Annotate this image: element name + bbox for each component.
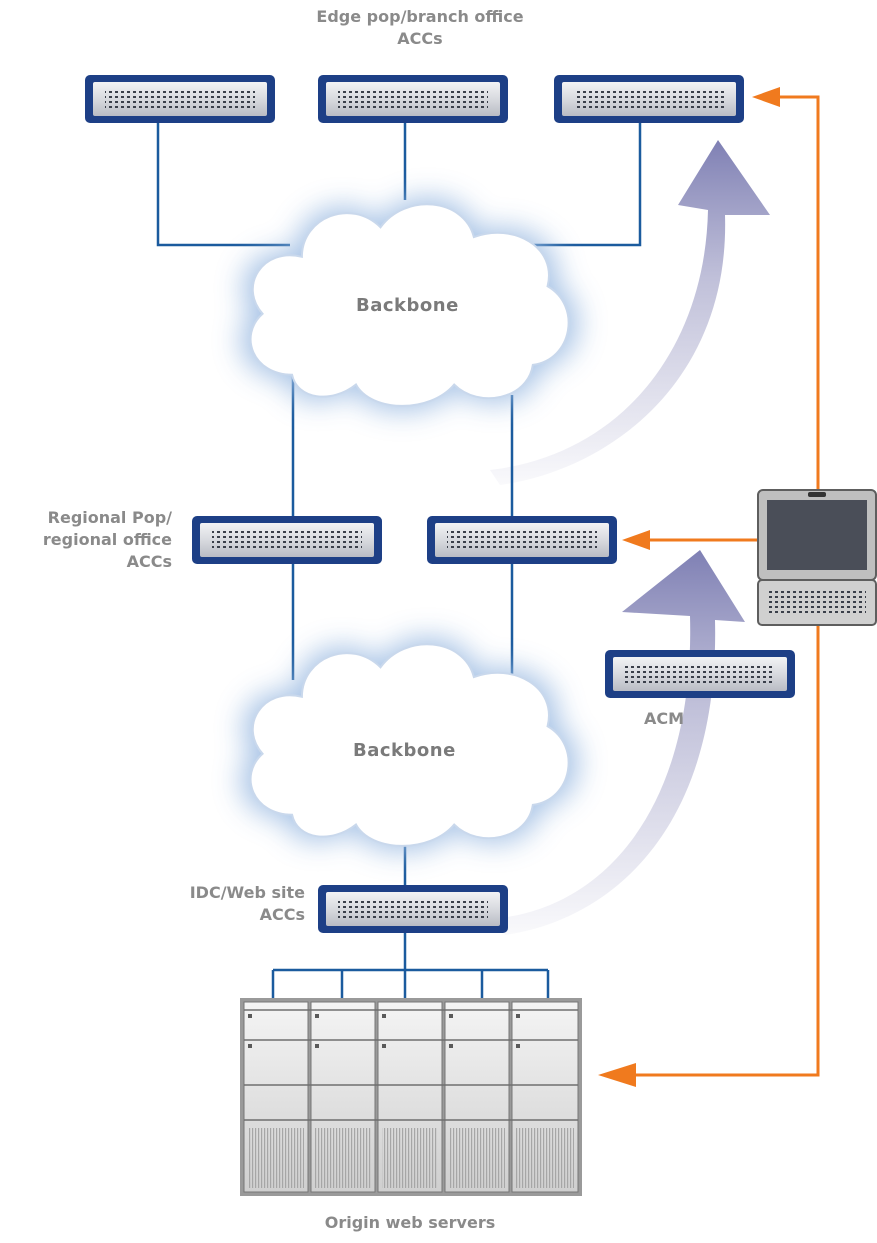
edge-acc-2 [318, 75, 508, 123]
regional-acc-label-line3: ACCs [126, 552, 172, 571]
edge-acc-label-line2: ACCs [397, 29, 443, 48]
edge-acc-label: Edge pop/branch office ACCs [300, 6, 540, 50]
idc-acc-label: IDC/Web site ACCs [100, 882, 305, 926]
replication-arrow-lower [500, 550, 745, 935]
acm-label: ACM [644, 709, 685, 728]
acm-appliance [605, 650, 795, 698]
idc-acc-label-line1: IDC/Web site [189, 883, 305, 902]
laptop-icon [757, 489, 877, 626]
regional-acc-2 [427, 516, 617, 564]
regional-acc-label-line2: regional office [42, 530, 172, 549]
regional-acc-1 [192, 516, 382, 564]
regional-acc-label: Regional Pop/ regional office ACCs [0, 507, 172, 573]
idc-acc [318, 885, 508, 933]
regional-acc-label-line1: Regional Pop/ [47, 508, 172, 527]
edge-acc-label-line1: Edge pop/branch office [316, 7, 524, 26]
idc-acc-label-line2: ACCs [259, 905, 305, 924]
origin-servers-label: Origin web servers [324, 1213, 496, 1232]
backbone-top-label: Backbone [356, 295, 459, 316]
backbone-bottom-label: Backbone [353, 740, 456, 761]
replication-arrow-upper [490, 140, 770, 485]
edge-acc-1 [85, 75, 275, 123]
edge-acc-3 [554, 75, 744, 123]
acm-control-lines [635, 95, 820, 1077]
orange-arrowheads [598, 87, 780, 1087]
network-links [156, 120, 642, 1000]
server-rack-icon [240, 998, 582, 1196]
